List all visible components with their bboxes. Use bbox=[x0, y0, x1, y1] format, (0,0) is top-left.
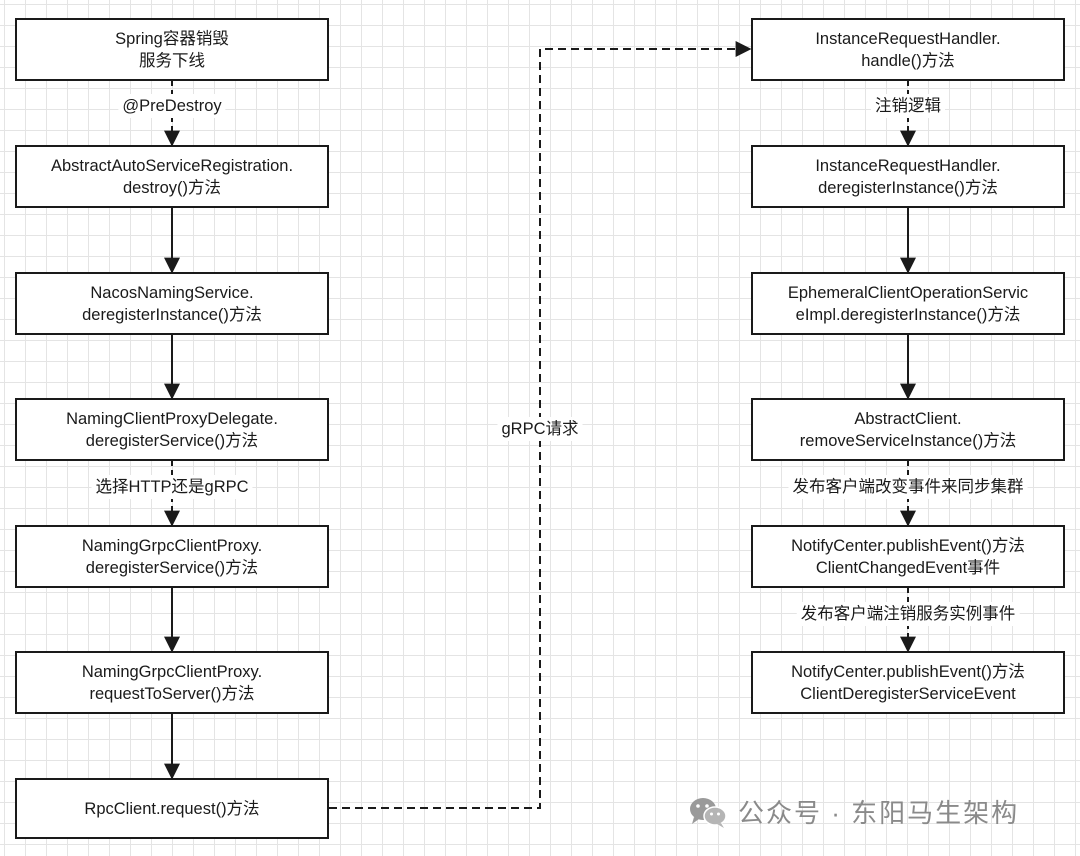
node-notify-center-client-deregister-service-event: NotifyCenter.publishEvent()方法 ClientDere… bbox=[751, 651, 1065, 714]
node-line: EphemeralClientOperationServic bbox=[787, 283, 1029, 302]
node-line: RpcClient.request()方法 bbox=[84, 799, 260, 818]
node-instance-request-handler-handle: InstanceRequestHandler. handle()方法 bbox=[751, 18, 1065, 81]
node-line: deregisterService()方法 bbox=[85, 558, 259, 577]
watermark: 公众号 · 东阳马生架构 bbox=[688, 793, 1019, 830]
node-line: AbstractAutoServiceRegistration. bbox=[50, 156, 294, 175]
node-line: handle()方法 bbox=[861, 51, 955, 70]
node-naming-grpc-client-proxy-request-to-server: NamingGrpcClientProxy. requestToServer()… bbox=[15, 651, 329, 714]
node-spring-container-destroy: Spring容器销毁 服务下线 bbox=[15, 18, 329, 81]
node-line: ClientChangedEvent事件 bbox=[815, 558, 1001, 577]
node-line: eImpl.deregisterInstance()方法 bbox=[795, 305, 1021, 324]
node-nacos-naming-service-deregister: NacosNamingService. deregisterInstance()… bbox=[15, 272, 329, 335]
node-line: InstanceRequestHandler. bbox=[815, 156, 1001, 175]
node-abstract-client-remove-service-instance: AbstractClient. removeServiceInstance()方… bbox=[751, 398, 1065, 461]
node-line: NotifyCenter.publishEvent()方法 bbox=[791, 662, 1025, 681]
node-rpc-client-request: RpcClient.request()方法 bbox=[15, 778, 329, 839]
node-instance-request-handler-deregister: InstanceRequestHandler. deregisterInstan… bbox=[751, 145, 1065, 208]
node-notify-center-client-changed-event: NotifyCenter.publishEvent()方法 ClientChan… bbox=[751, 525, 1065, 588]
node-line: removeServiceInstance()方法 bbox=[799, 431, 1017, 450]
node-line: deregisterInstance()方法 bbox=[82, 305, 262, 324]
edge-label-publish-client-change: 发布客户端改变事件来同步集群 bbox=[788, 475, 1028, 499]
node-line: NotifyCenter.publishEvent()方法 bbox=[791, 536, 1025, 555]
node-line: NamingGrpcClientProxy. bbox=[81, 536, 263, 555]
node-line: NamingGrpcClientProxy. bbox=[81, 662, 263, 681]
node-line: deregisterInstance()方法 bbox=[818, 178, 998, 197]
edge-label-deregister-logic: 注销逻辑 bbox=[871, 94, 945, 118]
node-line: deregisterService()方法 bbox=[85, 431, 259, 450]
node-line: destroy()方法 bbox=[122, 178, 222, 197]
node-line: NacosNamingService. bbox=[90, 283, 254, 302]
node-line: requestToServer()方法 bbox=[89, 684, 255, 703]
node-naming-grpc-client-proxy-deregister: NamingGrpcClientProxy. deregisterService… bbox=[15, 525, 329, 588]
node-ephemeral-client-operation-service: EphemeralClientOperationServic eImpl.der… bbox=[751, 272, 1065, 335]
node-line: AbstractClient. bbox=[854, 409, 962, 428]
edge-label-predestroy: @PreDestroy bbox=[118, 94, 226, 118]
node-line: 服务下线 bbox=[139, 51, 205, 70]
node-line: ClientDeregisterServiceEvent bbox=[800, 684, 1016, 703]
edge-label-choose-protocol: 选择HTTP还是gRPC bbox=[91, 475, 253, 499]
node-line: NamingClientProxyDelegate. bbox=[66, 409, 278, 428]
node-line: InstanceRequestHandler. bbox=[815, 29, 1001, 48]
edge-label-grpc-request: gRPC请求 bbox=[497, 417, 583, 441]
node-abstract-auto-service-registration-destroy: AbstractAutoServiceRegistration. destroy… bbox=[15, 145, 329, 208]
node-naming-client-proxy-delegate: NamingClientProxyDelegate. deregisterSer… bbox=[15, 398, 329, 461]
edge-label-publish-deregister: 发布客户端注销服务实例事件 bbox=[796, 602, 1020, 626]
node-line: Spring容器销毁 bbox=[115, 29, 229, 48]
watermark-text: 公众号 · 东阳马生架构 bbox=[738, 798, 1020, 828]
wechat-icon bbox=[690, 797, 727, 828]
